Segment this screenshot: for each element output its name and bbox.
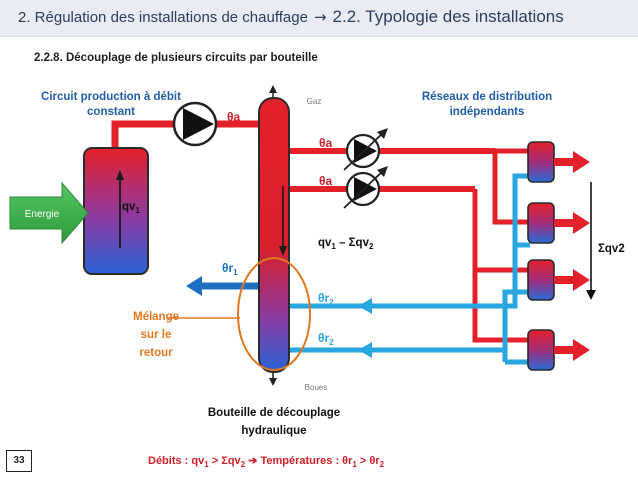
sludge-label: Boues	[305, 383, 328, 392]
bypass-flow-label: qv1 – Σqv2	[318, 237, 374, 251]
qv1-label: qv1	[122, 201, 140, 215]
circuit-pump-1-variable-arrow-icon	[377, 128, 388, 139]
page-number: 33	[6, 450, 32, 472]
mixing-label-line1: Mélange	[133, 311, 179, 323]
return-arrow-2-icon	[358, 342, 372, 358]
sludge-arrow-icon	[269, 378, 277, 386]
bottle-caption-line1: Bouteille de découplage	[208, 407, 340, 419]
production-title-line1: Circuit production à débit	[41, 91, 181, 103]
emitter-4	[527, 329, 555, 371]
hot-branch-3	[472, 189, 530, 343]
emitter-4-output-arrow-icon	[554, 339, 590, 361]
circuit-pump-2-icon	[354, 177, 377, 201]
circuit-pump-2-variable-arrow-icon	[377, 166, 388, 177]
production-return-arrow-icon	[186, 276, 202, 296]
bottle-flow-arrow-icon	[279, 246, 287, 256]
mixing-zone-ellipse	[237, 257, 311, 371]
header-arrow-icon: →	[313, 8, 327, 26]
header-title: 2. Régulation des installations de chauf…	[18, 7, 564, 27]
emitter-3	[527, 259, 555, 301]
reseaux-title-line1: Réseaux de distribution	[422, 91, 552, 103]
theta-r1-label: θr1	[222, 261, 238, 277]
energy-label: Energie	[25, 209, 60, 220]
gas-arrow-icon	[269, 85, 277, 93]
theta-r2-label-2: θr2	[318, 331, 334, 347]
slide-subtitle: 2.2.8. Découplage de plusieurs circuits …	[34, 52, 318, 64]
return-pipe-2	[288, 289, 530, 353]
circuit-pump-1-icon	[354, 139, 377, 163]
sum-flow-arrow-icon	[586, 290, 596, 300]
bottle-caption-line2: hydraulique	[241, 425, 306, 437]
theta-a-circuit1-label: θa	[319, 136, 332, 150]
emitter-1-output-arrow-icon	[554, 151, 590, 173]
footer-summary: Débits : qv1 > Σqv2 ➔ Températures : θr1…	[148, 455, 385, 470]
boiler-flow-arrow-icon	[116, 170, 124, 180]
theta-a-production-label: θa	[227, 110, 240, 124]
emitter-1	[527, 141, 555, 183]
circuit-pump-2-variable-icon	[343, 169, 385, 209]
theta-a-circuit2-label: θa	[319, 174, 332, 188]
emitter-2-output-arrow-icon	[554, 212, 590, 234]
header-bar: 2. Régulation des installations de chauf…	[0, 0, 638, 37]
decoupling-bottle	[258, 97, 290, 373]
reseaux-title-line2: indépendants	[450, 106, 525, 118]
energy-arrow	[9, 181, 89, 245]
header-subsection: 2.2. Typologie des installations	[332, 7, 564, 26]
gas-label: Gaz	[307, 97, 322, 106]
hot-branch-1	[492, 151, 530, 225]
emitter-2	[527, 202, 555, 244]
header-section: 2. Régulation des installations de chauf…	[18, 9, 308, 26]
production-pump-icon	[183, 108, 214, 140]
theta-r2-label-1: θr2	[318, 291, 334, 307]
sum-qv2-label: Σqv2	[598, 243, 625, 255]
emitter-3-output-arrow-icon	[554, 269, 590, 291]
mixing-label-line3: retour	[139, 347, 173, 359]
return-pipe-1	[288, 173, 530, 309]
return-arrow-1-icon	[358, 298, 372, 314]
mixing-label-line2: sur le	[141, 329, 172, 341]
circuit-pump-1-variable-icon	[343, 131, 385, 171]
production-title-line2: constant	[87, 106, 135, 118]
